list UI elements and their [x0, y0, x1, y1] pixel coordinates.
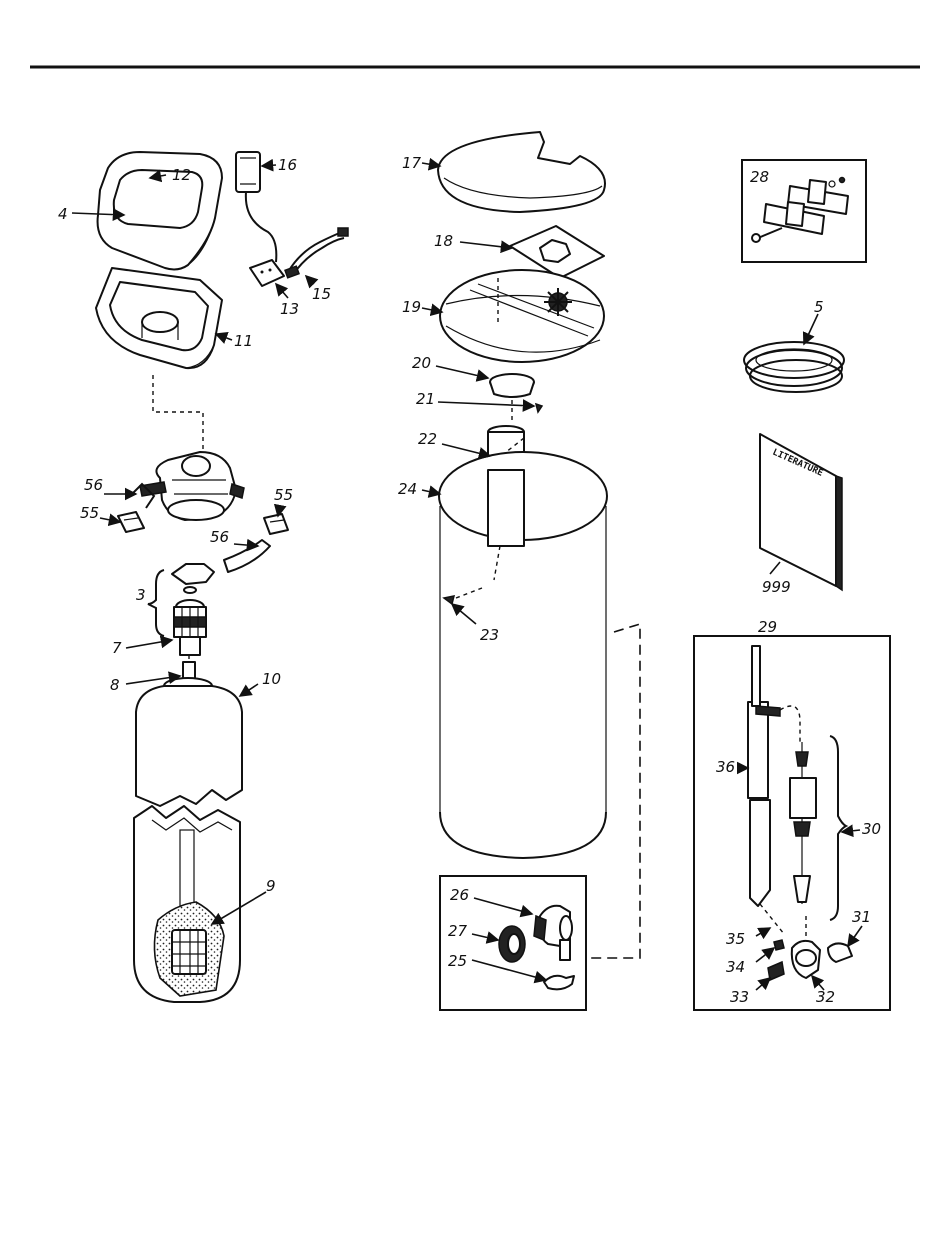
part-36-tube: [748, 646, 780, 906]
part-24-brine-tank: [439, 452, 607, 858]
part-999-literature: LITERATURE: [760, 434, 842, 590]
label-15: 15: [312, 285, 331, 303]
part-19-tank-cover: [440, 270, 604, 362]
label-24: 24: [398, 480, 417, 498]
part-13-board: [250, 260, 284, 286]
label-19: 19: [402, 298, 421, 316]
part-55-clip-right: [264, 514, 288, 534]
label-56a: 56: [84, 476, 103, 494]
part-23-screw: [444, 596, 454, 604]
label-10: 10: [262, 670, 281, 688]
label-34: 34: [726, 958, 745, 976]
label-23: 23: [480, 626, 499, 644]
label-27: 27: [448, 922, 468, 940]
label-11: 11: [234, 332, 253, 350]
part-26-elbow: [534, 906, 572, 960]
part-35-link: [760, 904, 784, 934]
o-ring: [172, 564, 214, 584]
label-18: 18: [434, 232, 453, 250]
label-33: 33: [730, 988, 749, 1006]
label-36: 36: [716, 758, 735, 776]
part-33-fitting: [768, 962, 784, 980]
part-30-float: [790, 742, 816, 904]
label-22: 22: [418, 430, 437, 448]
label-25: 25: [448, 952, 467, 970]
label-35: 35: [726, 930, 745, 948]
label-5: 5: [814, 298, 824, 316]
label-26: 26: [450, 886, 469, 904]
small-o-ring: [184, 587, 196, 593]
part-28-brackets: [752, 178, 848, 243]
label-28: 28: [750, 168, 769, 186]
label-55a: 55: [80, 504, 99, 522]
label-12: 12: [172, 166, 191, 184]
label-55b: 55: [274, 486, 293, 504]
part-17-lid: [438, 132, 605, 212]
part-9-basket: [154, 902, 224, 996]
label-21: 21: [416, 390, 435, 408]
label-13: 13: [280, 300, 299, 318]
part-5-hose: [744, 342, 844, 392]
valve-head-assembly: [140, 452, 244, 520]
label-31: 31: [852, 908, 871, 926]
part-20-cap: [490, 374, 534, 397]
label-8: 8: [110, 676, 120, 694]
part-15-harness: [285, 228, 348, 278]
bracket-30: [830, 736, 846, 920]
label-56b: 56: [210, 528, 229, 546]
label-17: 17: [402, 154, 422, 172]
label-999: 999: [762, 578, 791, 596]
part-25-clamp: [544, 976, 574, 990]
label-20: 20: [412, 354, 431, 372]
connection-line-housing-valve: [153, 375, 203, 455]
part-12-cover: [98, 152, 222, 269]
label-32: 32: [816, 988, 835, 1006]
label-7: 7: [112, 639, 122, 657]
label-9: 9: [266, 877, 276, 895]
part-34-nut: [774, 940, 784, 950]
label-3: 3: [136, 586, 146, 604]
part-11-housing: [96, 268, 222, 368]
label-29: 29: [758, 618, 777, 636]
part-7-adapter: [174, 600, 206, 655]
part-55-clip-left: [118, 512, 144, 532]
label-16: 16: [278, 156, 297, 174]
part-21-pin: [536, 404, 542, 412]
part-16-transformer: [236, 152, 276, 262]
part-32-valve-body: [792, 941, 820, 978]
label-4: 4: [58, 205, 68, 223]
connection-line-tank-box: [586, 624, 640, 958]
bracket-3: [148, 570, 164, 636]
part-27-nut: [499, 926, 525, 962]
label-30: 30: [862, 820, 881, 838]
